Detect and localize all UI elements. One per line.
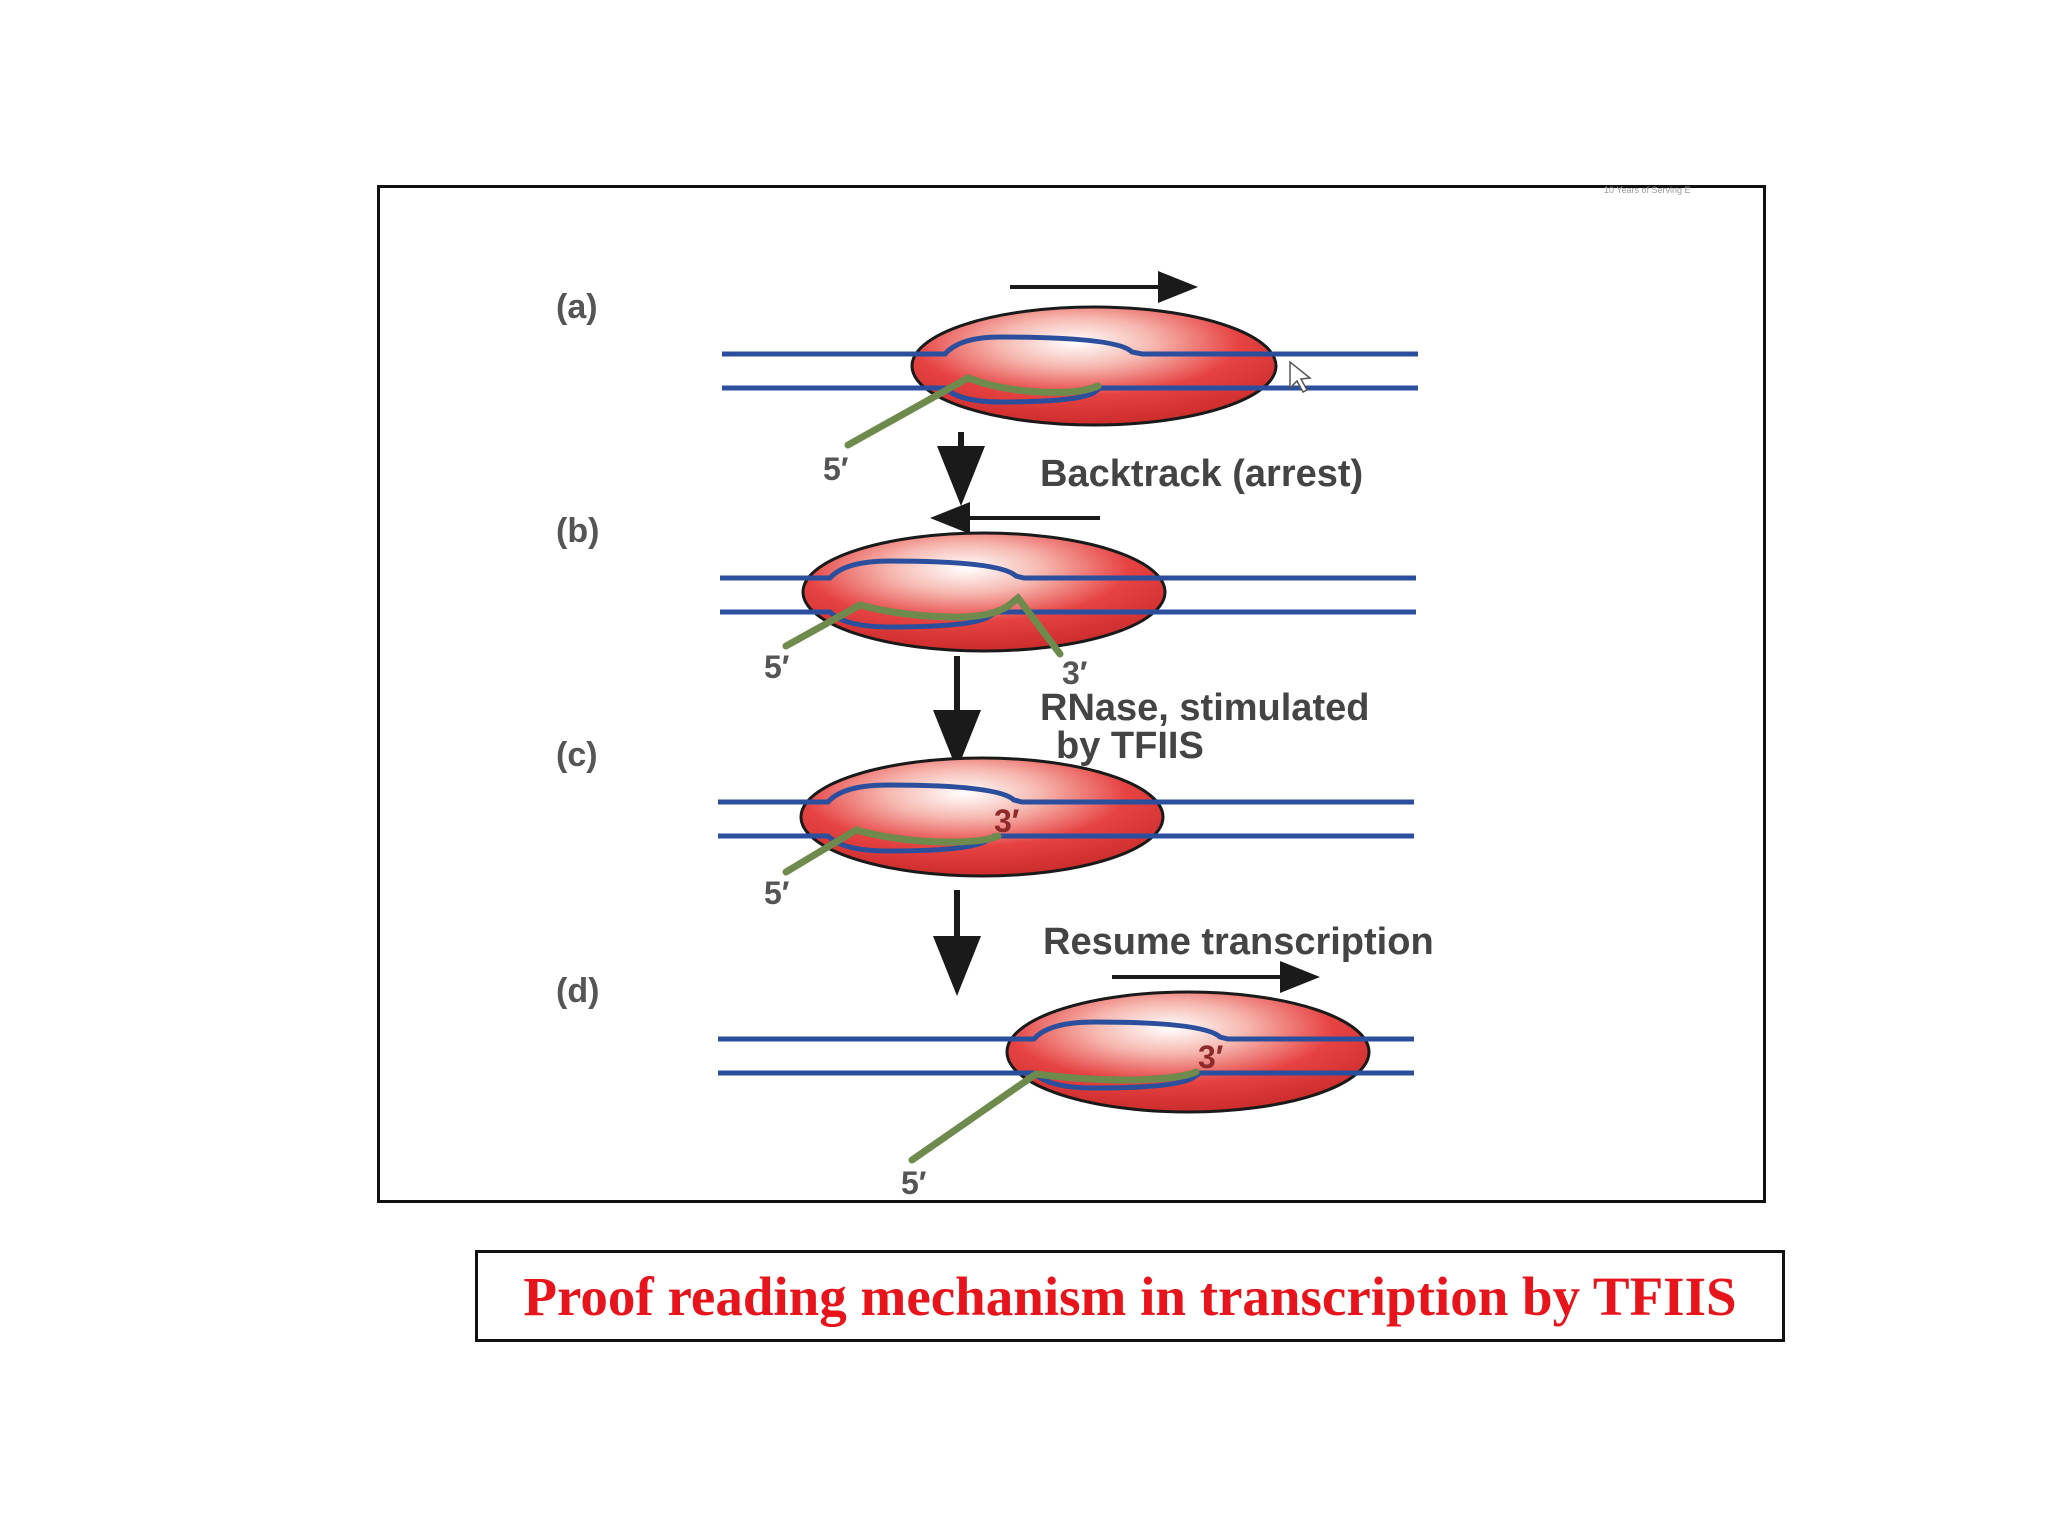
panel-c-complex: 3′ 5′	[718, 756, 1414, 911]
transcription-bubble-top	[1008, 1019, 1370, 1042]
step-label-rnase-line2: by TFIIS	[1056, 725, 1204, 767]
caption-box: Proof reading mechanism in transcription…	[475, 1250, 1785, 1342]
caption-text: Proof reading mechanism in transcription…	[523, 1265, 1737, 1327]
cursor-icon	[1289, 360, 1312, 393]
watermark-text: 10 Years of Serving E	[1604, 185, 1691, 195]
panel-d-complex: 3′ 5′	[718, 961, 1414, 1201]
rna-polymerase	[799, 756, 1165, 878]
panel-label-b: (b)	[556, 512, 599, 550]
step-label-backtrack: Backtrack (arrest)	[1040, 453, 1363, 495]
step-label-rnase-line1: RNase, stimulated	[1040, 687, 1369, 729]
panel-label-c: (c)	[556, 736, 598, 774]
rna-polymerase	[801, 531, 1167, 653]
panel-a-complex: 5′	[722, 271, 1418, 487]
transcription-bubble-bottom	[912, 385, 1278, 405]
step-label-resume: Resume transcription	[1043, 921, 1434, 963]
five-prime-label-c: 5′	[764, 875, 790, 911]
rna-transcript	[782, 826, 1002, 876]
rna-polymerase	[910, 305, 1278, 427]
panel-label-a: (a)	[556, 288, 598, 326]
panel-b-complex: 5′ 3′	[720, 502, 1416, 691]
three-prime-label-c: 3′	[994, 803, 1020, 839]
transcription-bubble-top	[802, 782, 1164, 805]
panel-label-d: (d)	[556, 972, 599, 1010]
three-prime-label-b: 3′	[1062, 655, 1088, 691]
rna-transcript	[782, 593, 1064, 658]
transcription-bubble-top	[804, 558, 1166, 581]
rna-transcript	[908, 1068, 1200, 1164]
transcription-bubble-top	[912, 334, 1278, 357]
five-prime-label-d: 5′	[901, 1165, 927, 1201]
five-prime-label-a: 5′	[823, 451, 849, 487]
five-prime-label-b: 5′	[764, 649, 790, 685]
rna-polymerase	[1005, 990, 1371, 1114]
three-prime-label-d: 3′	[1198, 1039, 1224, 1075]
transcription-bubble-bottom	[1008, 1070, 1370, 1091]
rna-transcript	[844, 374, 1102, 449]
